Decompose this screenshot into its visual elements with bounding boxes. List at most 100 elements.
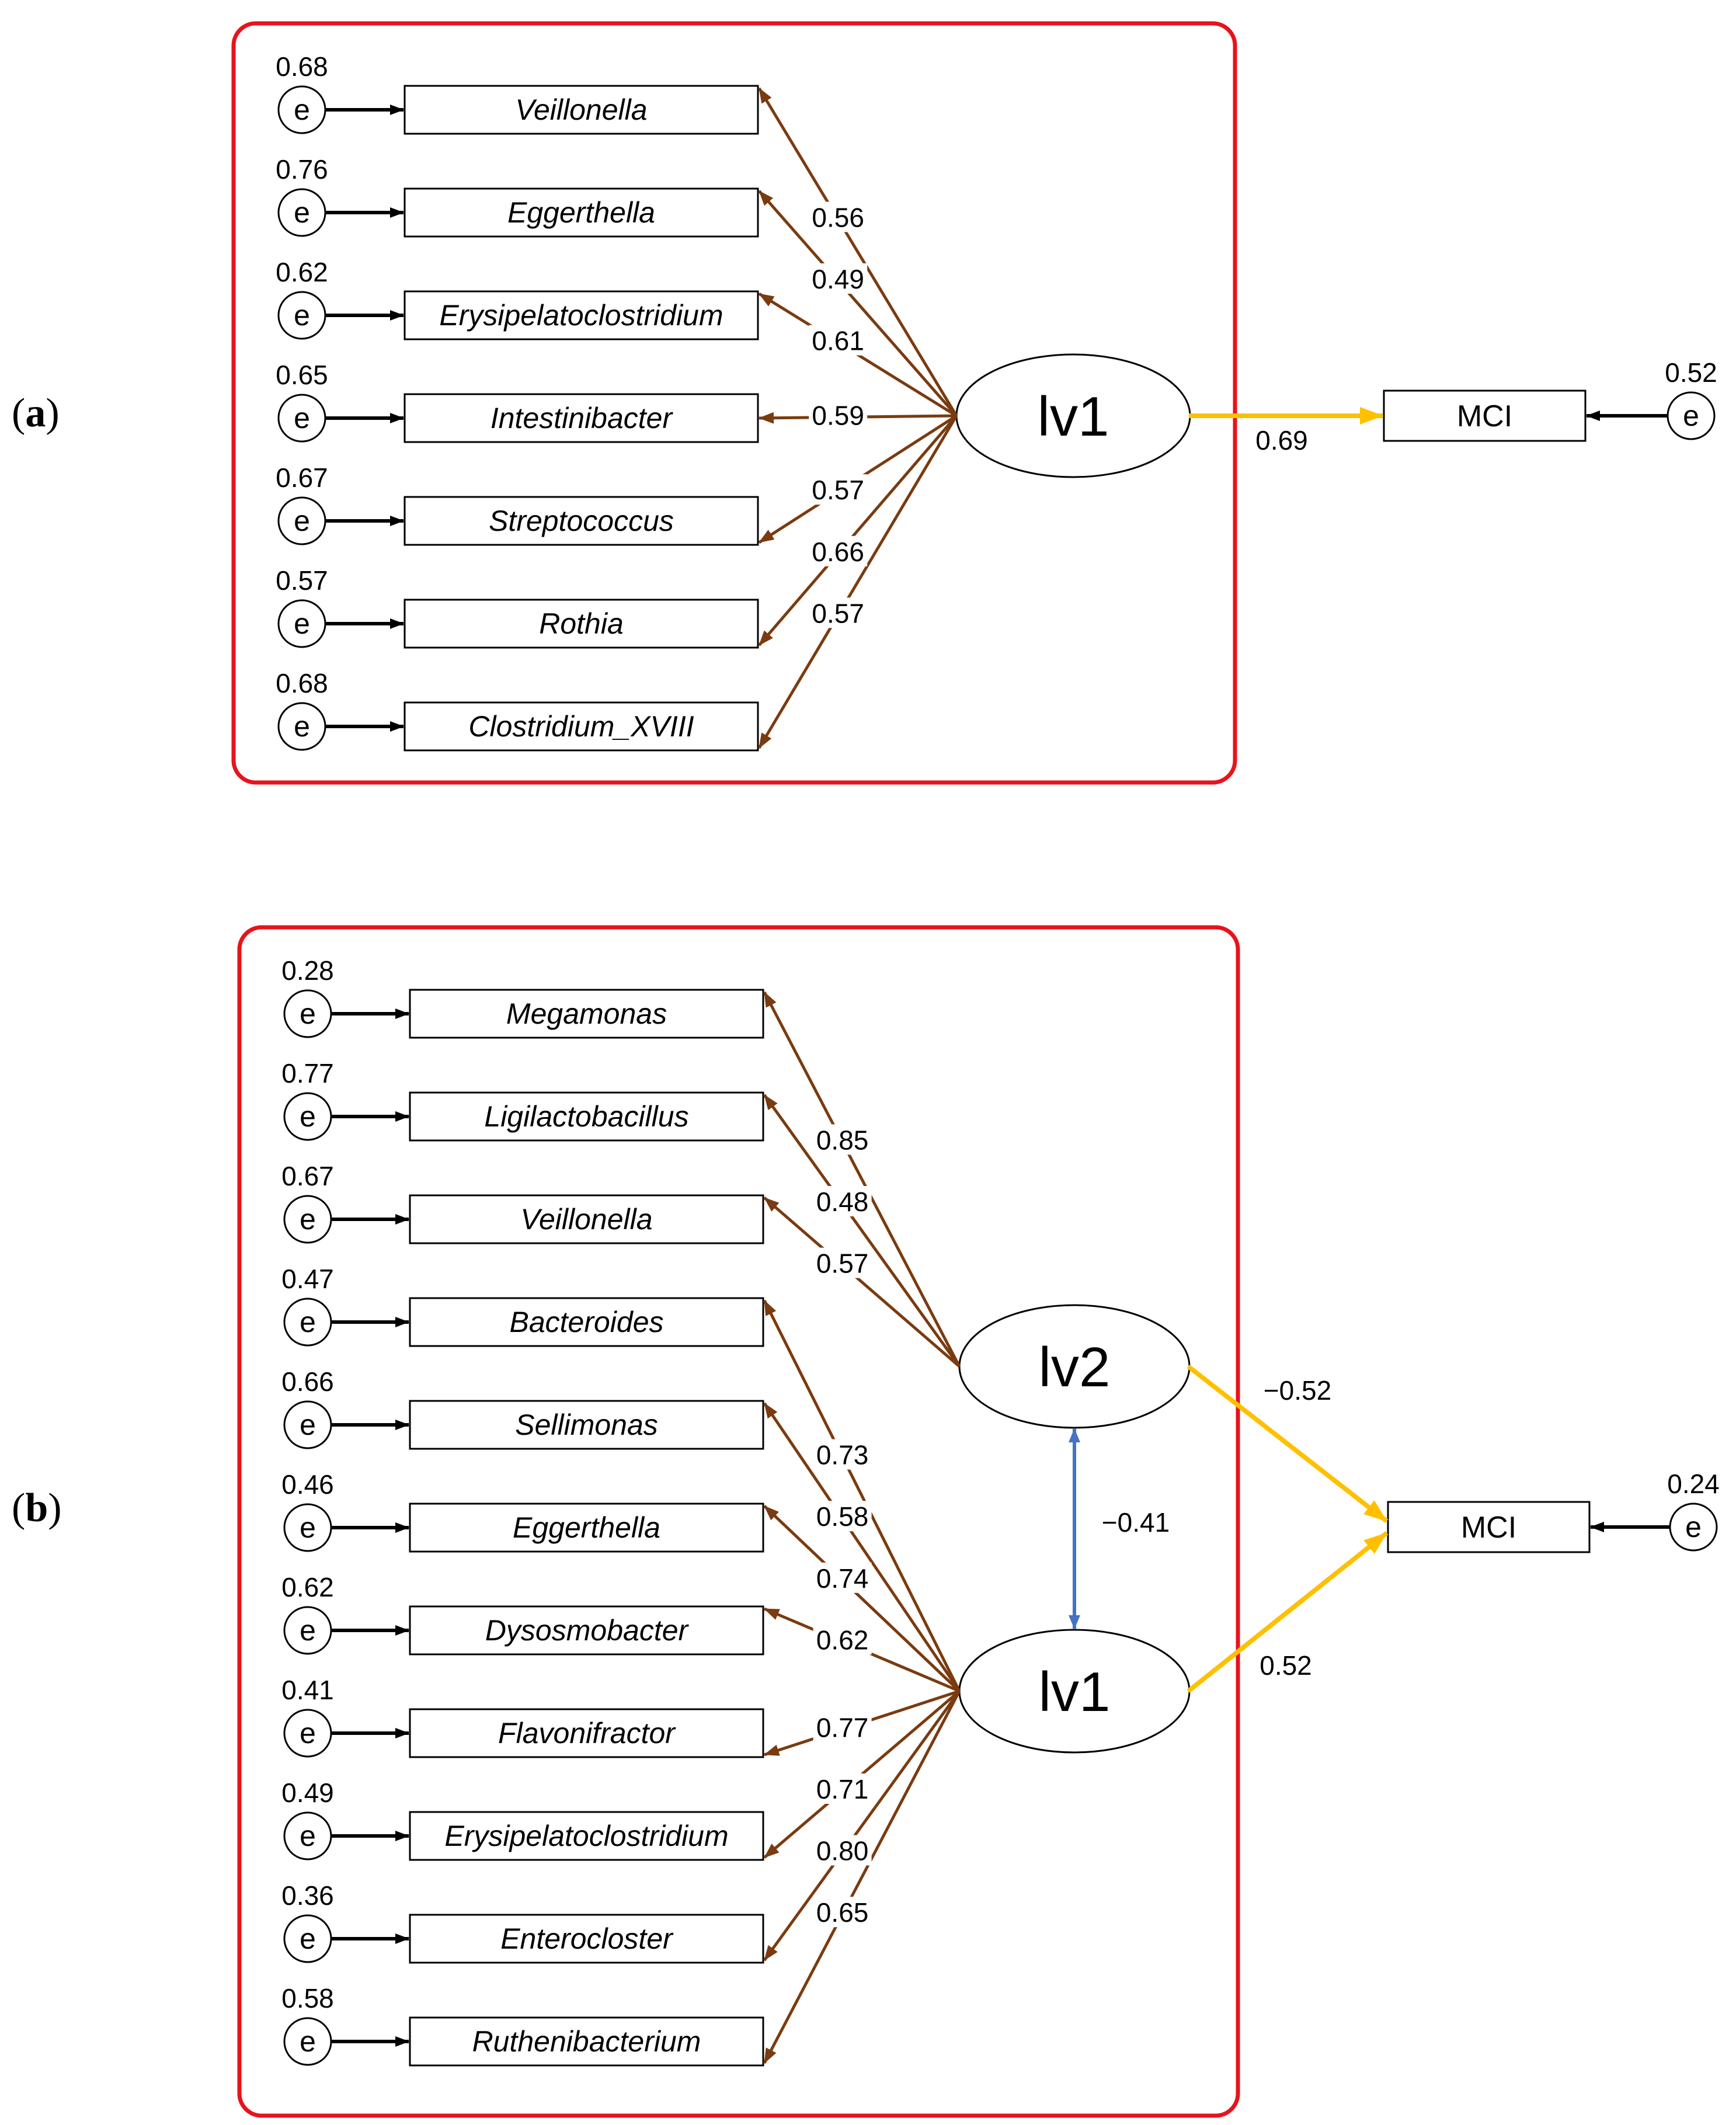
error-term-label: e	[294, 93, 310, 126]
error-variance-label: 0.49	[281, 1778, 334, 1808]
loading-arrow	[758, 190, 958, 417]
loading-label: 0.80	[813, 1835, 872, 1866]
error-variance-label: 0.67	[281, 1161, 334, 1191]
indicator-row: 0.46 e Eggerthella	[281, 1469, 961, 1692]
loading-arrow	[763, 1690, 961, 2064]
error-term-label: e	[300, 1922, 316, 1955]
loading-arrow	[763, 1505, 961, 1692]
loading-label: 0.66	[809, 535, 868, 567]
structural-path-coefficient: 0.69	[1255, 425, 1308, 455]
indicator-label: Dysosmobacter	[485, 1614, 690, 1647]
outcome-box	[1383, 389, 1587, 442]
indicator-box	[409, 989, 764, 1039]
error-variance-label: 0.57	[276, 565, 328, 596]
loading-label-bg	[813, 1247, 872, 1278]
error-variance-label: 0.68	[276, 668, 328, 698]
indicator-label: Eggerthella	[513, 1511, 660, 1544]
panel-frame	[231, 21, 1237, 785]
indicator-box	[403, 701, 759, 752]
indicator-box	[409, 1605, 764, 1656]
indicator-box	[409, 1708, 764, 1758]
error-variance-label: 0.62	[276, 257, 328, 287]
indicator-box	[403, 393, 759, 443]
loading-label: 0.49	[809, 263, 868, 294]
panel-label: (a)	[12, 391, 60, 436]
indicator-label: Flavonifractor	[498, 1717, 676, 1750]
loading-label: 0.62	[813, 1624, 872, 1655]
indicator-label: Intestinibacter	[490, 402, 674, 434]
error-term-label: e	[300, 1511, 316, 1544]
loading-arrow	[763, 1197, 961, 1368]
error-variance-label: 0.41	[281, 1675, 334, 1705]
latent-label: lv1	[1038, 385, 1109, 448]
indicator-box	[403, 496, 759, 546]
indicator-box	[403, 599, 759, 649]
loading-value: 0.57	[812, 598, 864, 628]
indicator-label: Veillonella	[515, 93, 647, 126]
error-variance-label: 0.46	[281, 1469, 334, 1500]
loading-label-bg	[809, 597, 868, 628]
error-term-label: e	[300, 997, 316, 1030]
loading-value: 0.77	[816, 1712, 869, 1743]
error-variance-label: 0.62	[281, 1572, 334, 1602]
indicator-box	[403, 290, 759, 340]
covariance-coefficient: −0.41	[1102, 1507, 1170, 1538]
loading-label-bg	[813, 1124, 872, 1155]
error-variance-label: 0.47	[281, 1264, 334, 1294]
indicator-box	[409, 1400, 764, 1450]
outcome-label: MCI	[1457, 399, 1512, 433]
loading-label: 0.57	[809, 597, 868, 628]
loading-label: 0.56	[809, 201, 868, 232]
loading-label-bg	[813, 1439, 872, 1470]
indicator-box	[403, 85, 759, 135]
structural-path-coefficient: −0.52	[1264, 1375, 1331, 1406]
indicator-label: Streptococcus	[489, 505, 674, 537]
loading-value: 0.61	[812, 326, 864, 356]
outcome-error-variance: 0.24	[1667, 1469, 1720, 1499]
indicator-label: Enterocloster	[500, 1922, 674, 1955]
latent-label: lv1	[1039, 1661, 1111, 1723]
error-variance-label: 0.77	[281, 1058, 334, 1088]
indicator-label: Rothia	[539, 607, 624, 640]
loading-label-bg	[809, 474, 868, 505]
error-term-label: e	[300, 1408, 316, 1441]
indicator-box	[409, 2016, 764, 2067]
indicator-label: Erysipelatoclostridium	[444, 1820, 728, 1852]
loading-label-bg	[813, 1186, 872, 1216]
loading-label-bg	[809, 325, 868, 356]
error-term-label: e	[300, 1203, 316, 1236]
outcome-error-label: e	[1683, 399, 1699, 432]
indicator-label: Ruthenibacterium	[472, 2025, 701, 2058]
error-variance-label: 0.28	[281, 955, 334, 986]
loading-value: 0.74	[816, 1563, 869, 1594]
loading-label: 0.58	[813, 1501, 872, 1532]
loading-value: 0.85	[816, 1125, 869, 1155]
indicator-box	[409, 1297, 764, 1347]
error-term-label: e	[294, 196, 310, 229]
error-term-label: e	[300, 1614, 316, 1647]
indicator-label: Bacteroides	[509, 1306, 663, 1338]
latent-label: lv2	[1039, 1336, 1111, 1399]
structural-path-coefficient: 0.52	[1260, 1650, 1312, 1681]
loading-arrow	[758, 415, 958, 646]
loading-label-bg	[813, 1773, 872, 1804]
loading-label-bg	[809, 263, 868, 294]
loading-label: 0.48	[813, 1186, 872, 1217]
outcome-error-label: e	[1685, 1511, 1702, 1543]
loading-label: 0.77	[813, 1712, 872, 1743]
indicator-box	[409, 1503, 764, 1553]
error-term-label: e	[300, 1820, 316, 1852]
loading-label-bg	[809, 535, 868, 566]
loading-value: 0.80	[816, 1836, 869, 1866]
loading-label-bg	[813, 1562, 872, 1593]
error-variance-label: 0.58	[281, 1983, 334, 2013]
indicator-label: Megamonas	[506, 997, 667, 1030]
error-term-label: e	[294, 710, 310, 743]
